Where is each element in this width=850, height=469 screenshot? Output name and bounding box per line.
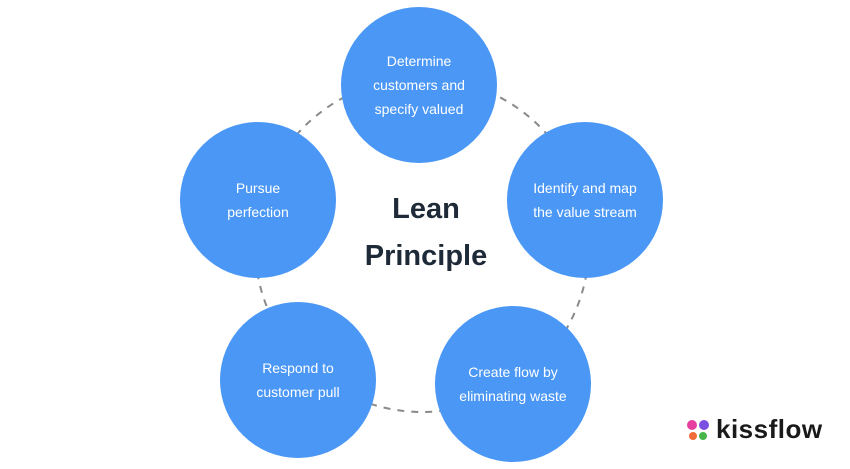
step-determine-customers: Determine customers and specify valued (341, 7, 497, 163)
step-label: Pursue perfection (227, 180, 289, 220)
step-map-value-stream: Identify and map the value stream (507, 122, 663, 278)
step-label: Respond to customer pull (256, 360, 340, 400)
kissflow-logo: kissflow (686, 414, 823, 445)
step-respond-pull: Respond to customer pull (220, 302, 376, 458)
title-line-2: Principle (364, 240, 488, 272)
step-label: Determine customers and specify valued (373, 53, 465, 117)
step-label: Identify and map the value stream (533, 180, 637, 220)
brand-name: kissflow (716, 414, 823, 444)
step-label: Create flow by eliminating waste (459, 364, 567, 404)
step-create-flow: Create flow by eliminating waste (435, 306, 591, 462)
butterfly-logo-icon (687, 419, 709, 440)
title-line-1: Lean (392, 193, 460, 225)
step-pursue-perfection: Pursue perfection (180, 122, 336, 278)
diagram-title: Lean Principle (326, 186, 526, 280)
